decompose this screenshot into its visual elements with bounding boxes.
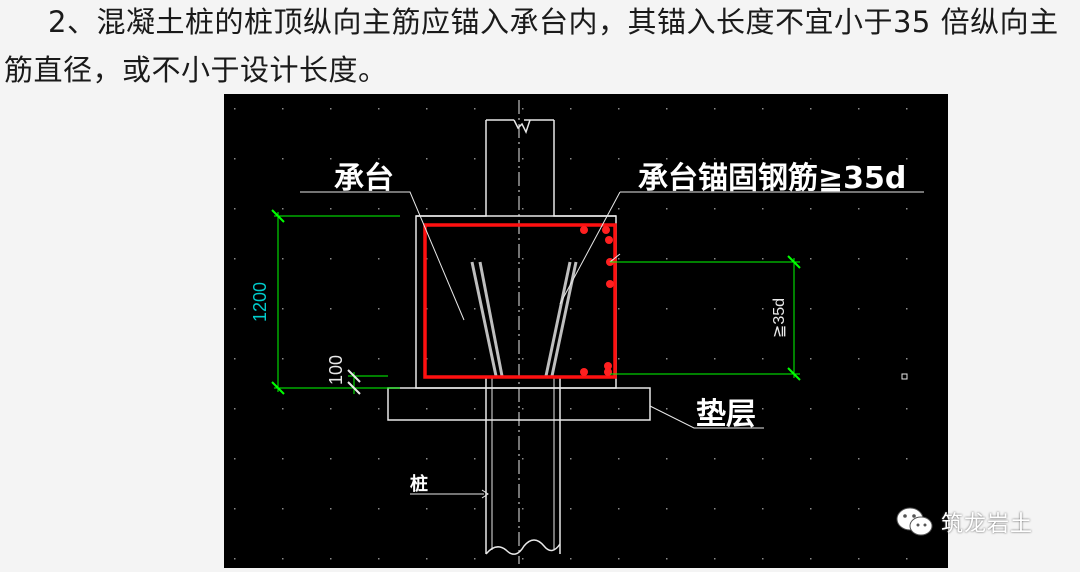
cushion-layer <box>387 387 651 421</box>
heading-line-2: 筋直径，或不小于设计长度。 <box>4 53 388 87</box>
anchor-bars <box>470 261 578 377</box>
pile-cap-outline <box>415 215 617 389</box>
pile-outline <box>485 376 561 555</box>
wechat-icon <box>896 507 933 536</box>
dim-anchor-label: ≧35d <box>771 298 788 338</box>
dim-height-lines <box>271 209 400 395</box>
pile-rebars <box>491 376 555 550</box>
watermark-text: 筑龙岩土 <box>941 512 1034 537</box>
dim-embed-label: 100 <box>326 355 346 385</box>
heading-line-1: 2、混凝土桩的桩顶纵向主筋应锚入承台内，其锚入长度不宜小于35 倍纵向主 <box>48 5 1059 39</box>
rebar-cage <box>423 223 617 379</box>
label-pile-cap: 承台 <box>334 161 394 196</box>
grid-dots <box>234 108 908 560</box>
leader-lines <box>300 191 924 499</box>
column-outline <box>416 119 616 217</box>
dim-anchor-lines <box>610 255 801 381</box>
rebar-dots <box>580 226 614 376</box>
label-pile: 桩 <box>410 473 428 495</box>
dim-embed-lines <box>347 369 388 395</box>
cad-canvas: 1200 100 ≧35d 承台 承台锚固钢筋≧35d 垫层 <box>234 100 924 564</box>
snap-marker <box>901 373 908 380</box>
watermark: 筑龙岩土 <box>895 505 1033 539</box>
cad-drawing: 1200 100 ≧35d 承台 承台锚固钢筋≧35d 垫层 <box>224 94 948 568</box>
dim-height-label: 1200 <box>250 282 270 322</box>
label-cushion: 垫层 <box>696 397 756 432</box>
label-anchor-rebar: 承台锚固钢筋≧35d <box>638 161 906 196</box>
